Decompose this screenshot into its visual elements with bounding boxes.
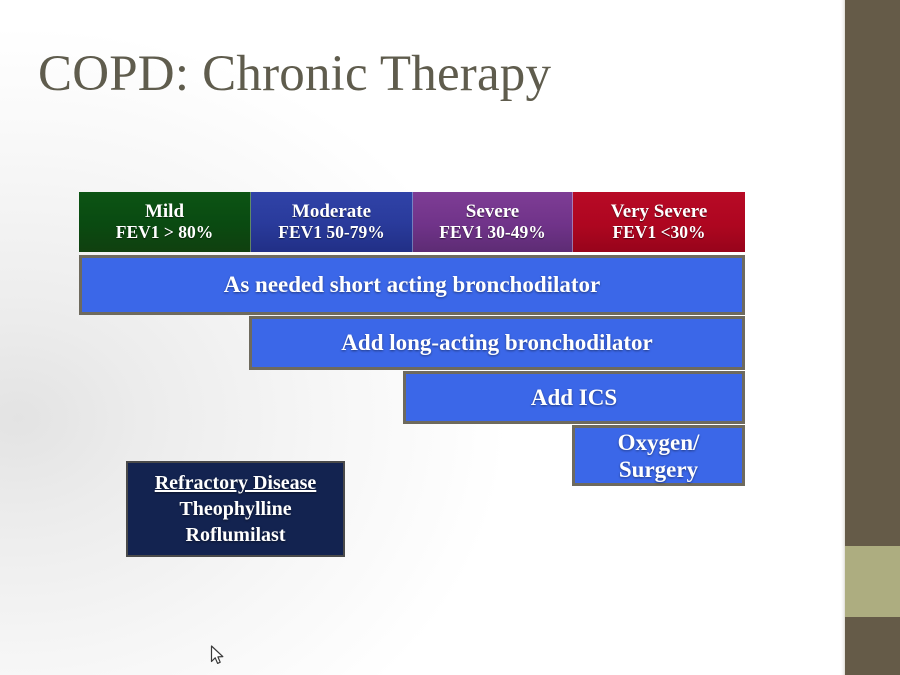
severity-column-mild: Mild FEV1 > 80% [79,192,251,252]
severity-label-moderate: Moderate [291,201,372,222]
severity-column-moderate: Moderate FEV1 50-79% [251,192,413,252]
mouse-pointer-icon [210,645,226,667]
therapy-bar-long-acting-bronchodilator: Add long-acting bronchodilator [249,316,745,370]
severity-fev1-severe: FEV1 30-49% [439,222,546,242]
sidebar-segment-bottom [845,617,900,675]
severity-fev1-very-severe: FEV1 <30% [612,222,706,242]
therapy-bar-label-line1: Oxygen/ [617,429,700,455]
therapy-bar-short-acting-bronchodilator: As needed short acting bronchodilator [79,255,745,315]
severity-fev1-moderate: FEV1 50-79% [278,222,385,242]
therapy-bar-label: Add long-acting bronchodilator [341,330,653,355]
severity-column-very-severe: Very Severe FEV1 <30% [573,192,745,252]
severity-fev1-mild: FEV1 > 80% [115,222,214,242]
sidebar-segment-accent [845,546,900,617]
severity-label-severe: Severe [465,201,520,222]
refractory-drug-theophylline: Theophylline [179,498,292,520]
severity-label-very-severe: Very Severe [610,201,708,222]
refractory-disease-box: Refractory Disease Theophylline Roflumil… [126,461,345,557]
page-title: COPD: Chronic Therapy [38,46,552,102]
sidebar-segment-top [845,0,900,546]
refractory-drug-roflumilast: Roflumilast [185,524,286,546]
therapy-bar-oxygen-surgery: Oxygen/ Surgery [572,425,745,486]
sidebar-edge-highlight [841,0,845,675]
refractory-title: Refractory Disease [154,472,317,494]
therapy-bar-label: Oxygen/ Surgery [618,429,700,483]
severity-label-mild: Mild [144,201,185,222]
severity-header-row: Mild FEV1 > 80% Moderate FEV1 50-79% Sev… [79,192,745,252]
severity-column-severe: Severe FEV1 30-49% [413,192,573,252]
decorative-sidebar [845,0,900,675]
therapy-bar-add-ics: Add ICS [403,371,745,424]
therapy-bar-label-line2: Surgery [618,456,699,482]
therapy-bar-label: Add ICS [530,384,618,410]
therapy-bar-label: As needed short acting bronchodilator [223,272,601,297]
